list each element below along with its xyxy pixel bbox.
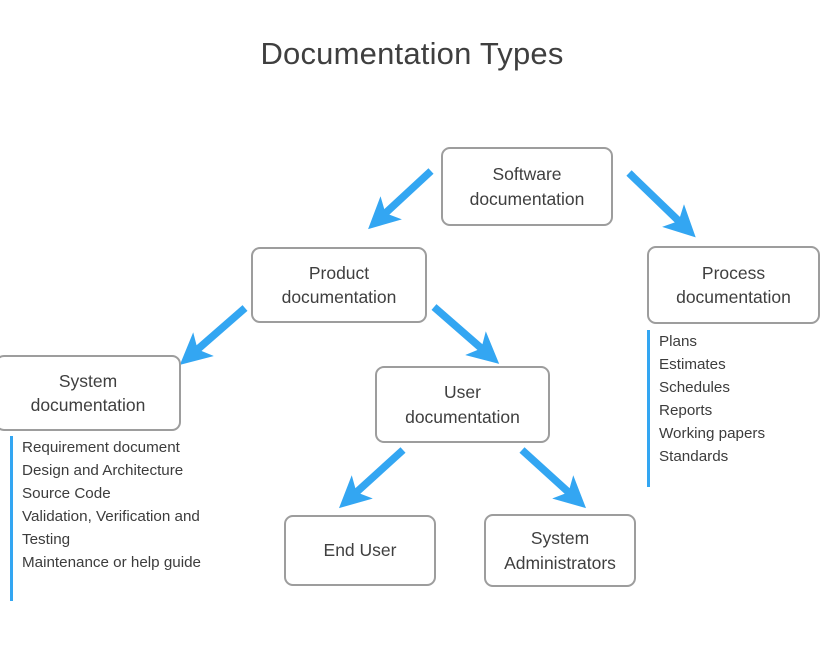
list-item: Schedules — [659, 379, 730, 397]
list-item: Requirement document — [22, 439, 180, 456]
list-item: Reports — [659, 402, 713, 420]
arrow-software-to-process — [626, 170, 696, 238]
arrow-software-to-product — [368, 168, 434, 230]
node-product-documentation[interactable]: Product documentation — [251, 247, 427, 323]
node-system-administrators-label: System Administrators — [504, 528, 616, 573]
page-title: Documentation Types — [260, 36, 564, 71]
node-system-administrators[interactable]: System Administrators — [484, 514, 636, 587]
process-documentation-detail-list: Plans Estimates Schedules Reports Workin… — [647, 330, 815, 487]
system-documentation-detail-list: Requirement document Design and Architec… — [10, 436, 248, 601]
arrow-user-to-system-administrators — [519, 447, 586, 509]
arrow-product-to-user — [431, 304, 500, 364]
list-item: Standards — [659, 448, 729, 466]
list-item: Working papers — [659, 425, 766, 443]
list-item: Validation, Verification and Testing — [22, 508, 200, 549]
node-user-documentation-label: User documentation — [405, 382, 520, 427]
node-software-documentation-label: Software documentation — [469, 164, 585, 209]
node-user-documentation[interactable]: User documentation — [375, 366, 550, 443]
node-system-documentation[interactable]: System documentation — [0, 355, 181, 431]
list-item: Maintenance or help guide — [22, 554, 202, 572]
node-system-documentation-label: System documentation — [30, 370, 146, 415]
node-end-user[interactable]: End User — [284, 515, 436, 586]
arrow-user-to-end-user — [339, 447, 406, 509]
node-process-documentation-label: Process documentation — [676, 262, 791, 307]
node-software-documentation[interactable]: Software documentation — [441, 147, 613, 226]
list-item: Design and Architecture — [22, 462, 184, 480]
arrow-product-to-system — [179, 305, 248, 365]
list-item: Estimates — [659, 356, 726, 374]
node-product-documentation-label: Product documentation — [281, 262, 397, 307]
node-process-documentation[interactable]: Process documentation — [647, 246, 820, 324]
node-end-user-label: End User — [323, 540, 397, 561]
list-item: Source Code — [22, 485, 111, 503]
list-item: Plans — [659, 333, 697, 350]
